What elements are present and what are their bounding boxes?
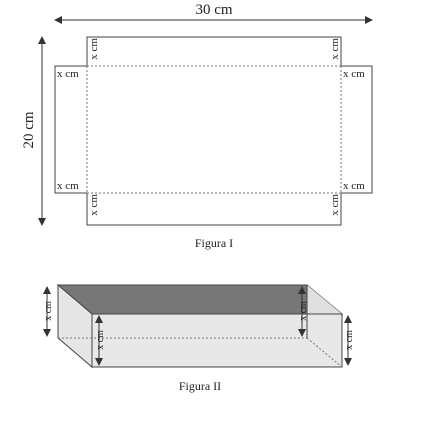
height-label: 20 cm — [21, 111, 37, 148]
width-label: 30 cm — [195, 2, 232, 18]
cut-label-top-left-v: x cm — [88, 38, 100, 60]
figure-1: 30 cm 20 cm x cm x cm x cm x cm x cm x c… — [21, 2, 373, 250]
height-marker-inner-label: x cm — [298, 301, 309, 321]
cut-label-top-left-h: x cm — [57, 68, 79, 80]
figure-2: x cm x cm x cm x cm Figura II — [43, 283, 355, 393]
height-marker-right-label: x cm — [344, 330, 355, 350]
height-marker-left-label: x cm — [43, 301, 54, 321]
hidden-edge-bottom-right — [306, 337, 343, 368]
box-front-face — [91, 313, 343, 368]
cut-label-top-right-h: x cm — [343, 68, 365, 80]
figure-2-caption: Figura II — [179, 379, 221, 393]
cut-label-bottom-right-v: x cm — [329, 194, 341, 216]
cut-label-top-right-v: x cm — [329, 38, 341, 60]
net-outline — [54, 36, 373, 226]
cut-label-bottom-left-h: x cm — [57, 180, 79, 192]
cut-label-bottom-left-v: x cm — [88, 194, 100, 216]
height-marker-front-label: x cm — [95, 330, 106, 350]
figure-1-caption: Figura I — [195, 236, 233, 250]
cut-label-bottom-right-h: x cm — [343, 180, 365, 192]
